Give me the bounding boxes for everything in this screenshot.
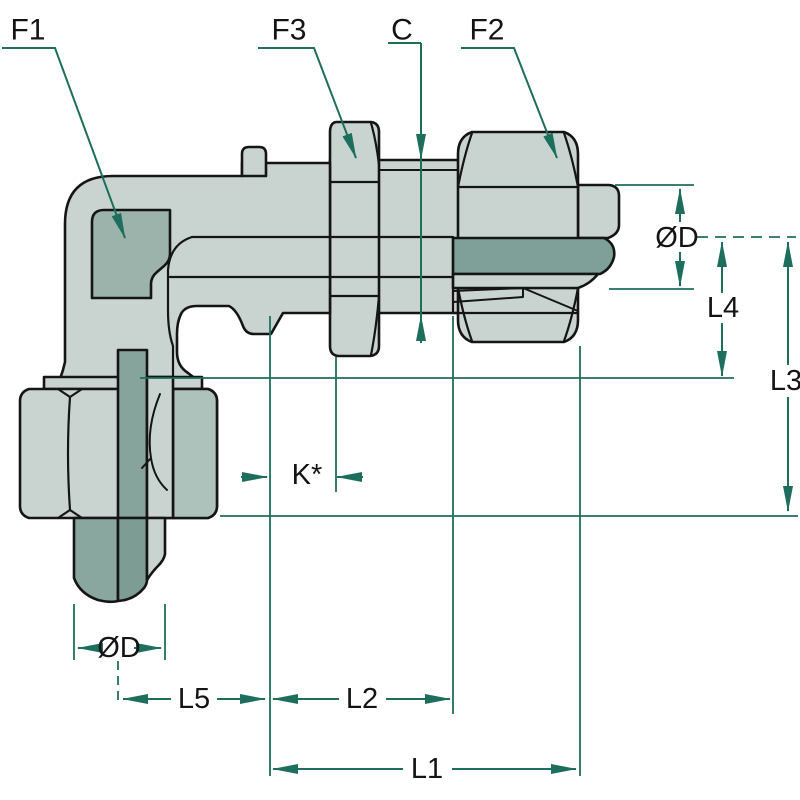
- dim-od-bottom-label: ØD: [97, 632, 141, 664]
- nut-right-chamfer-arcs: [456, 131, 580, 343]
- callout-f2-label: F2: [469, 14, 504, 47]
- locknut: [328, 120, 381, 358]
- callout-f1-label: F1: [10, 14, 45, 47]
- tube-bottom-wall-strip: [145, 375, 175, 520]
- bore-corner-curve: [166, 235, 194, 379]
- dim-c-line: [388, 42, 422, 343]
- hex-face-edge: [66, 395, 72, 512]
- locknut-waist-lines: [328, 180, 381, 298]
- corner-section-block: [90, 208, 172, 300]
- bore-lines: [168, 235, 455, 279]
- tube-right-lower-wall: [451, 272, 600, 290]
- dim-l2-label: L2: [346, 683, 378, 715]
- tube-bottom-left: [72, 516, 120, 604]
- tube-bottom-mid: [116, 516, 149, 603]
- dim-l1-label: L1: [411, 753, 443, 785]
- ferrule-bottom-lines: [141, 393, 168, 491]
- hex-chamfer-notches: [56, 387, 84, 520]
- leader-f3: [258, 47, 357, 159]
- fitting-part: [18, 120, 621, 604]
- body-collar: [240, 145, 268, 178]
- ext-tube-dia-bottom: [73, 604, 166, 660]
- locknut-chamfer-arcs: [369, 121, 381, 357]
- tube-right-section-band: [451, 236, 616, 276]
- leader-f1: [2, 47, 126, 239]
- dim-l4-label: L4: [707, 292, 739, 324]
- ferrule-right-lines: [452, 287, 579, 312]
- cutaway-window-edges: [451, 236, 580, 315]
- tube-bottom-right: [145, 516, 167, 582]
- dim-l5-label: L5: [178, 683, 210, 715]
- dim-od-right-label: ØD: [655, 222, 699, 254]
- tube-right-upper: [576, 183, 621, 240]
- tube-bottom-section-band: [116, 348, 149, 520]
- leader-f2: [461, 47, 558, 159]
- callout-f3-label: F3: [271, 14, 306, 47]
- hex-nut-bottom-shaded-face: [171, 387, 219, 520]
- dimension-lines: [2, 42, 793, 774]
- labels: F1 F3 C F2 ØD L4 L3 K* ØD L5 L2 L1: [10, 14, 800, 786]
- extension-lines: [73, 184, 798, 776]
- dim-k-label: K*: [292, 459, 323, 491]
- dim-l3-label: L3: [770, 365, 800, 397]
- callout-c-label: C: [391, 14, 413, 47]
